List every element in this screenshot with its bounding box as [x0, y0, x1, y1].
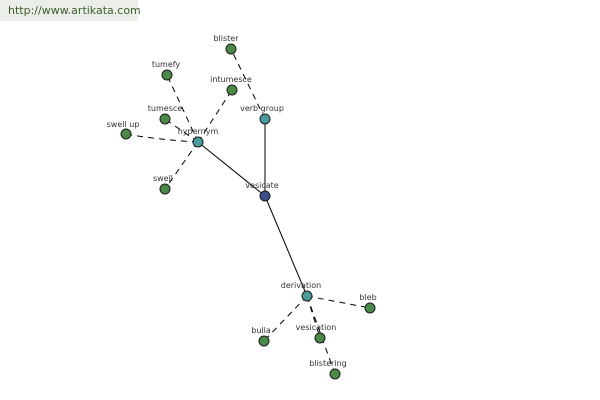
graph-nodes [120, 43, 376, 380]
label-blistering: blistering [309, 359, 346, 368]
label-blister: blister [213, 34, 239, 43]
edge-hypernym-swell-up [125, 133, 199, 143]
node-verb-group[interactable] [259, 113, 271, 125]
node-derivation[interactable] [301, 290, 313, 302]
node-vesicate[interactable] [259, 190, 271, 202]
graph-labels: vesicate hypernym verb group derivation … [107, 34, 377, 368]
node-intumesce[interactable] [226, 84, 238, 96]
node-swell-up[interactable] [120, 128, 132, 140]
edge-hypernym-swell [164, 141, 199, 190]
label-tumesce: tumesce [148, 104, 182, 113]
label-hypernym: hypernym [178, 127, 219, 136]
edge-hypernym-tumefy [166, 74, 199, 143]
label-bulla: bulla [251, 326, 271, 335]
edge-derivation-blistering [306, 295, 336, 375]
source-url-banner[interactable]: http://www.artikata.com [0, 0, 141, 21]
graph-edges [125, 48, 371, 375]
label-vesication: vesication [296, 323, 337, 332]
edge-vesicate-hypernym [197, 141, 266, 197]
edge-verb-group-blister [230, 48, 266, 120]
label-swell-up: swell up [107, 120, 140, 129]
edge-derivation-vesication [306, 295, 321, 339]
label-derivation: derivation [281, 281, 321, 290]
label-bleb: bleb [359, 293, 376, 302]
edge-vesicate-derivation [264, 195, 308, 297]
node-tumefy[interactable] [161, 69, 173, 81]
label-tumefy: tumefy [152, 60, 181, 69]
edge-hypernym-tumesce [164, 118, 199, 143]
node-bleb[interactable] [364, 302, 376, 314]
node-hypernym[interactable] [192, 136, 204, 148]
node-bulla[interactable] [258, 335, 270, 347]
node-vesication[interactable] [314, 332, 326, 344]
node-swell[interactable] [159, 183, 171, 195]
node-blistering[interactable] [329, 368, 341, 380]
label-intumesce: intumesce [210, 75, 252, 84]
label-swell: swell [153, 174, 173, 183]
node-tumesce[interactable] [159, 113, 171, 125]
node-blister[interactable] [225, 43, 237, 55]
label-verb-group: verb group [240, 104, 284, 113]
label-vesicate: vesicate [245, 181, 278, 190]
